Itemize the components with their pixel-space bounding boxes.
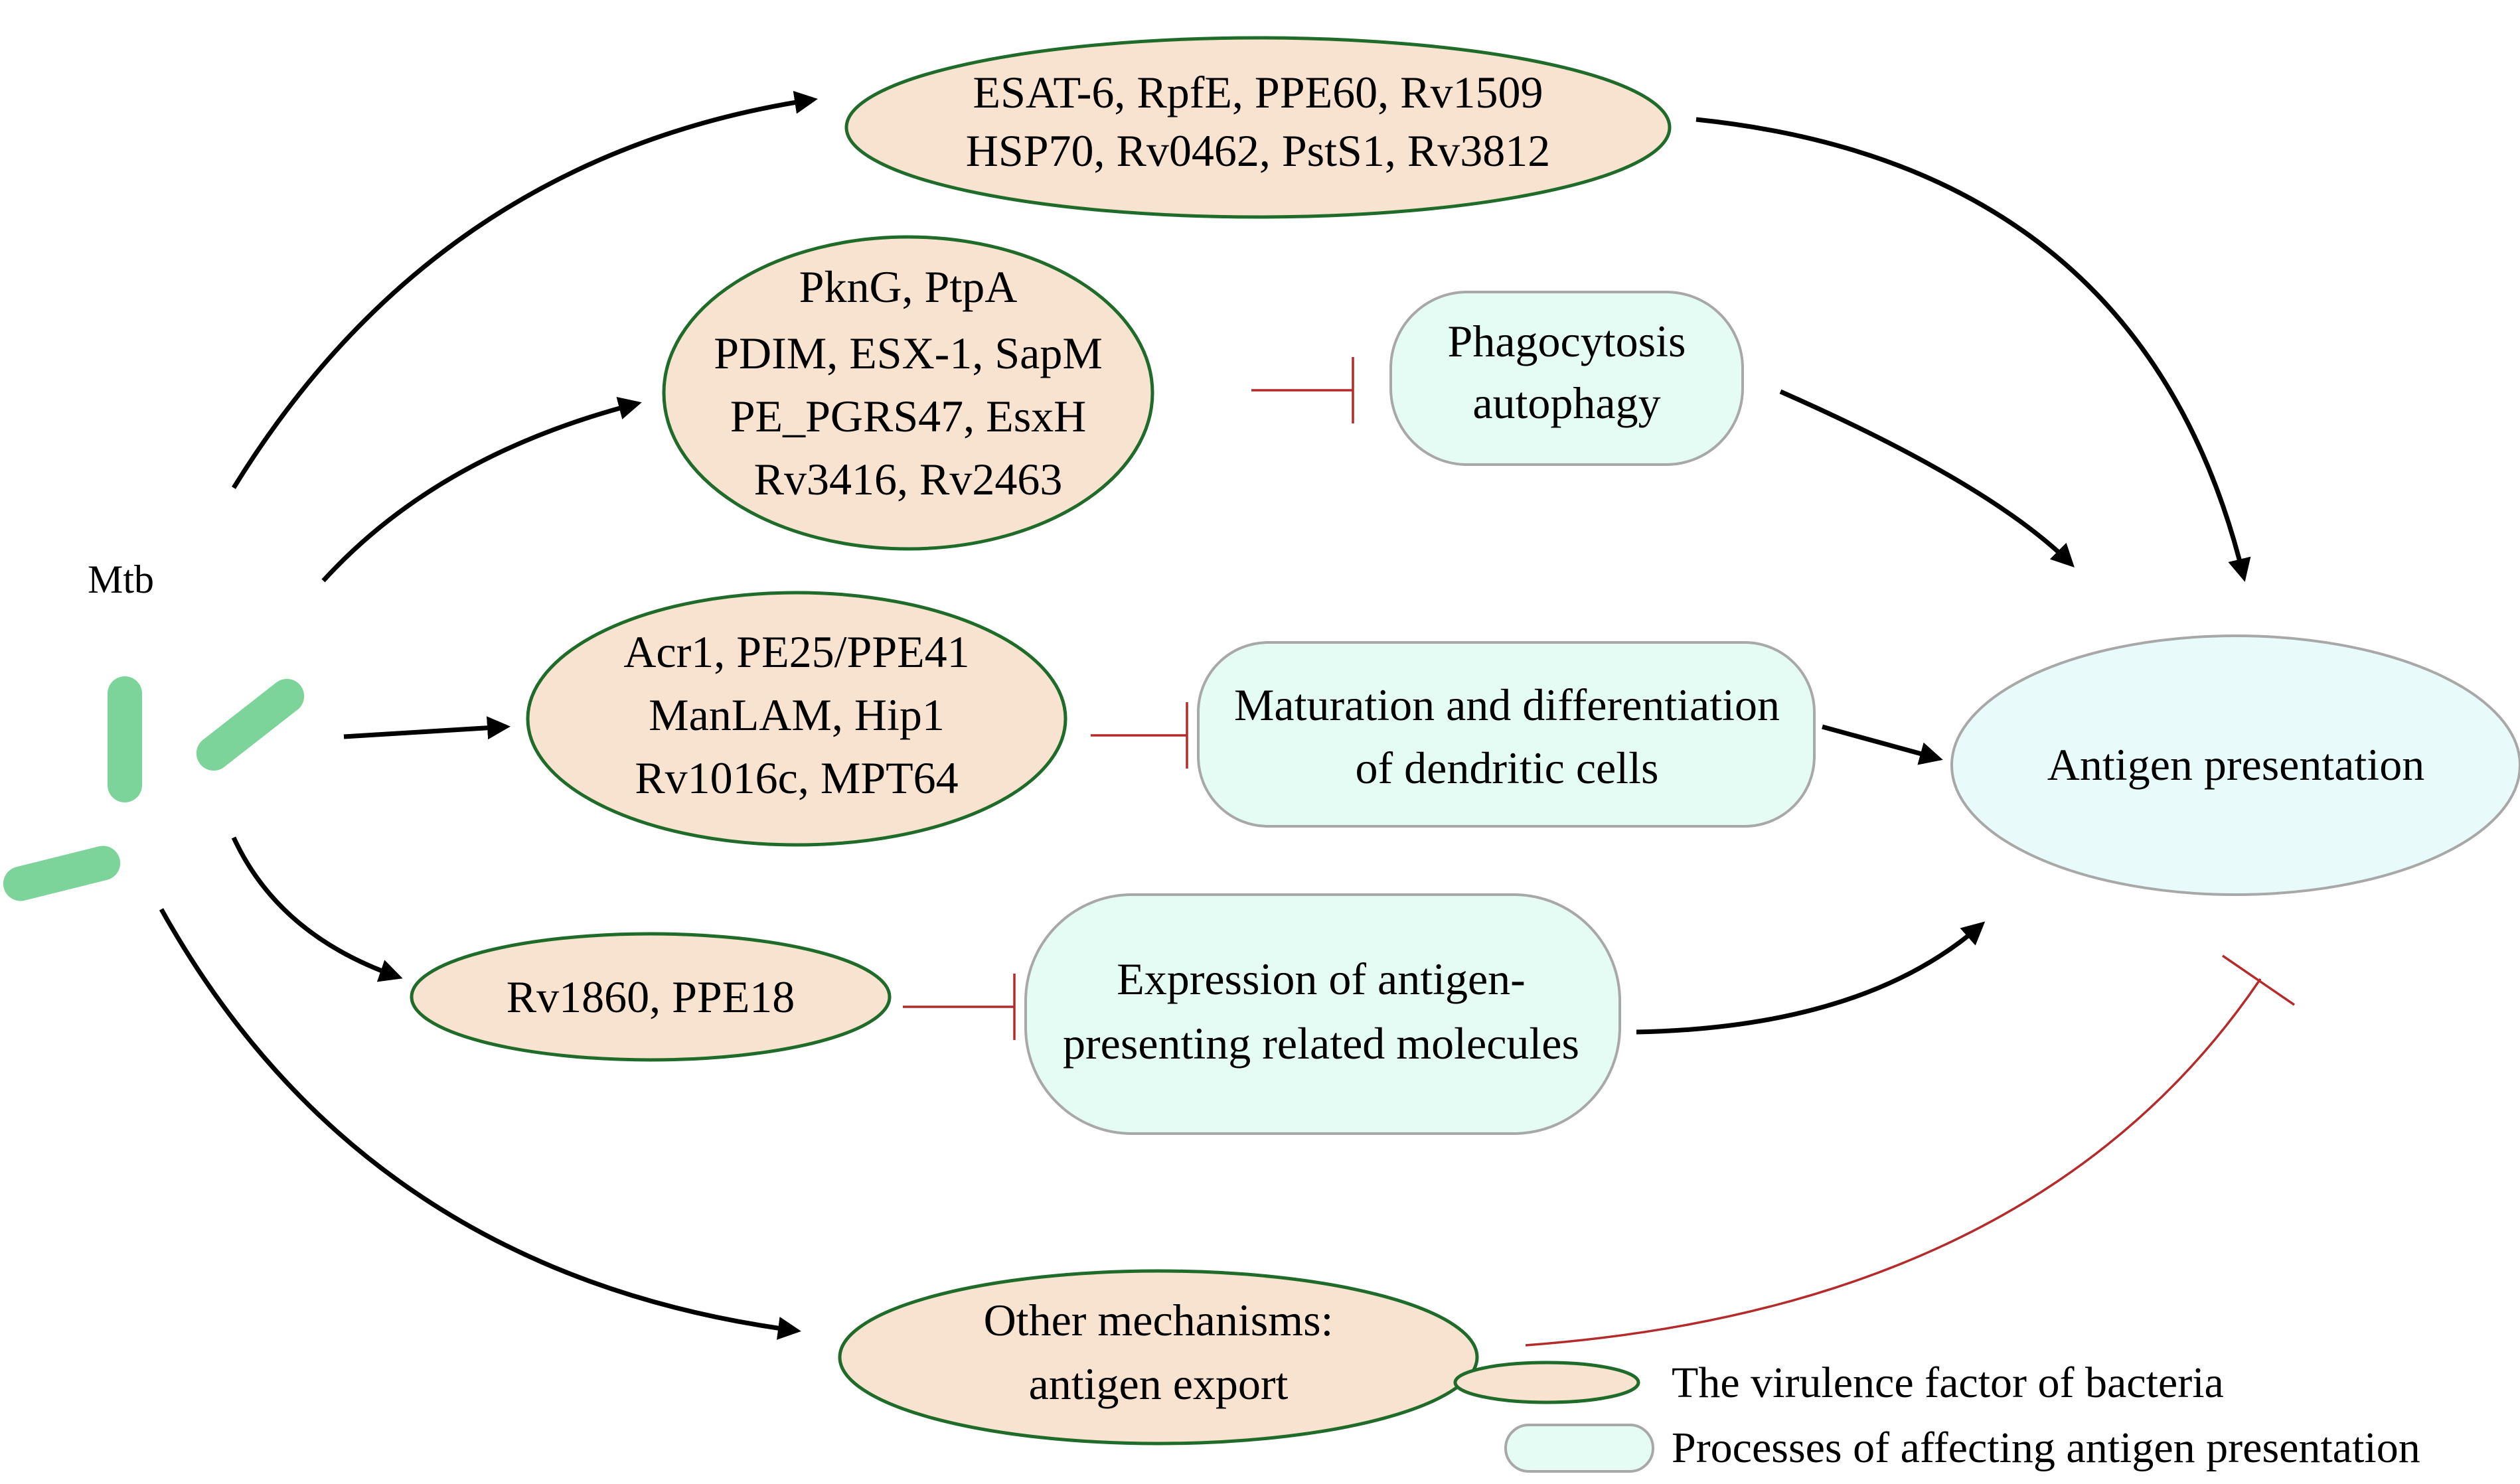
arrow-mtb-to-phagocytosis-factors	[321, 397, 642, 583]
factor-phagocytosis-line-2: PDIM, ESX-1, SapM	[714, 328, 1103, 378]
process-phagocytosis-line-2: autophagy	[1472, 378, 1660, 428]
factor-expression-line-1: Rv1860, PPE18	[507, 972, 795, 1022]
factor-top-line-1: ESAT-6, RpfE, PPE60, Rv1509	[973, 67, 1543, 117]
mtb-label: Mtb	[88, 557, 154, 601]
process-dc-line-2: of dendritic cells	[1356, 743, 1659, 793]
node-process-expression: Expression of antigen- presenting relate…	[1024, 893, 1621, 1135]
process-phagocytosis-box	[1389, 291, 1744, 466]
bacterium-rod	[3, 846, 121, 901]
factor-dc-line-1: Acr1, PE25/PPE41	[623, 627, 969, 677]
legend-factor-swatch	[1453, 1361, 1640, 1404]
factor-phagocytosis-line-1: PknG, PtpA	[799, 261, 1018, 312]
inhibit-antigen-presentation	[1525, 978, 2262, 1347]
inhibition-lines	[903, 357, 2295, 1347]
node-antigen-presentation: Antigen presentation	[1950, 634, 2520, 896]
factor-dc-line-2: ManLAM, Hip1	[649, 690, 945, 740]
arrow-phagocytosis-to-antigen	[1779, 389, 2075, 567]
node-process-dc: Maturation and differentiation of dendri…	[1197, 641, 1816, 828]
arrow-dc-to-antigen	[1822, 724, 1943, 765]
legend-factor-label: The virulence factor of bacteria	[1672, 1359, 2224, 1407]
node-process-phagocytosis: Phagocytosis autophagy	[1389, 291, 1744, 466]
activation-arrows	[159, 90, 2251, 1340]
process-dc-line-1: Maturation and differentiation	[1234, 680, 1780, 730]
process-expression-box	[1024, 893, 1621, 1135]
process-phagocytosis-line-1: Phagocytosis	[1448, 316, 1686, 366]
arrow-mtb-to-dc-factors	[343, 716, 511, 740]
legend: The virulence factor of bacteria Process…	[1453, 1359, 2420, 1473]
bacteria-icon	[3, 676, 305, 901]
arrow-mtb-to-expression-factors	[231, 836, 403, 982]
factor-other-ellipse	[838, 1269, 1479, 1446]
legend-process-swatch	[1504, 1424, 1654, 1473]
factor-phagocytosis-line-4: Rv3416, Rv2463	[754, 454, 1063, 504]
process-expression-line-1: Expression of antigen-	[1117, 954, 1526, 1004]
node-factor-other: Other mechanisms: antigen export	[838, 1269, 1479, 1446]
node-factor-top: ESAT-6, RpfE, PPE60, Rv1509 HSP70, Rv046…	[844, 36, 1672, 219]
node-factor-expression: Rv1860, PPE18	[410, 932, 892, 1062]
factor-other-line-1: Other mechanisms:	[984, 1295, 1334, 1345]
factor-expression-ellipse	[410, 932, 892, 1062]
factor-phagocytosis-ellipse	[662, 235, 1154, 551]
inhibit-bar	[2222, 954, 2295, 1006]
antigen-presentation-ellipse	[1950, 634, 2520, 896]
bacterium-rod	[196, 678, 305, 771]
factor-top-line-2: HSP70, Rv0462, PstS1, Rv3812	[966, 125, 1550, 176]
factor-top-ellipse	[844, 36, 1672, 219]
bacterium-rod	[108, 676, 142, 802]
node-factor-phagocytosis: PknG, PtpA PDIM, ESX-1, SapM PE_PGRS47, …	[662, 235, 1154, 551]
arrow-expression-to-antigen	[1636, 921, 1986, 1035]
factor-dc-ellipse	[526, 591, 1067, 847]
process-dc-box	[1197, 641, 1816, 828]
legend-process-label: Processes of affecting antigen presentat…	[1672, 1424, 2420, 1472]
node-factor-dc: Acr1, PE25/PPE41 ManLAM, Hip1 Rv1016c, M…	[526, 591, 1067, 847]
arrow-mtb-to-other-mechanisms	[159, 908, 801, 1340]
factor-phagocytosis-line-3: PE_PGRS47, EsxH	[730, 391, 1087, 441]
arrow-top-factors-to-antigen	[1695, 117, 2251, 582]
factor-dc-line-3: Rv1016c, MPT64	[635, 753, 958, 803]
arrow-mtb-to-top-factors	[232, 90, 818, 489]
process-expression-line-2: presenting related molecules	[1063, 1018, 1579, 1069]
factor-other-line-2: antigen export	[1029, 1359, 1289, 1409]
antigen-presentation-label: Antigen presentation	[2047, 739, 2424, 790]
